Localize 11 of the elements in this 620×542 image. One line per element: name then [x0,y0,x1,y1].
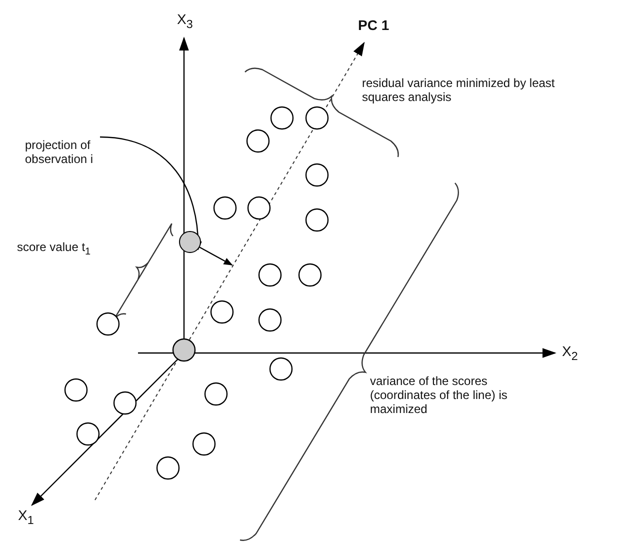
axis-label: X$_{1}$ [18,508,34,528]
observation-point [179,231,201,253]
annotation-text: variance of the scores (coordinates of the line) is maximized [370,374,508,416]
curved-arrow [100,136,202,250]
annotation-text: residual variance minimized by least squares analysis [362,76,556,104]
annotation-text: score value t$_{1}$ [17,240,91,260]
callout-text: projection of observation i [25,138,125,166]
axis-label: X$_{2}$ [562,344,578,364]
arrow [199,246,233,266]
axis-label: X$_{3}$ [177,12,193,32]
axis-label: PC 1 [358,18,390,32]
